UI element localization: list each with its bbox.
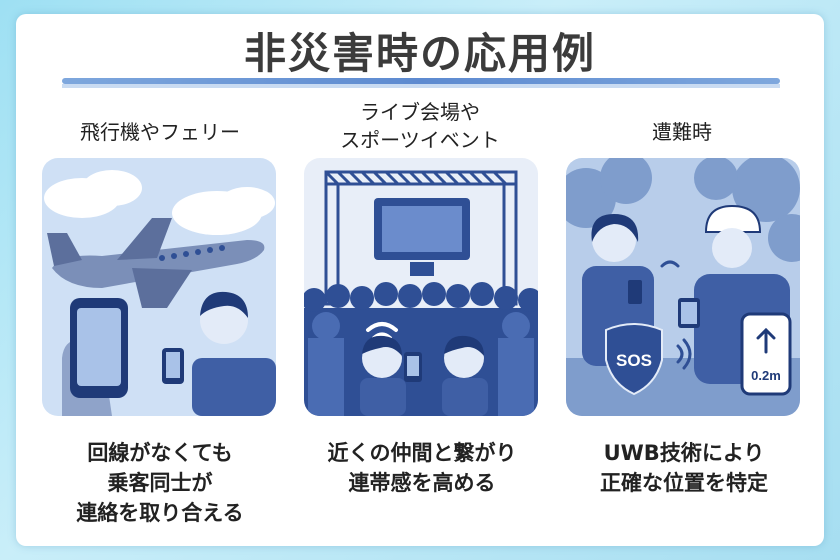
airplane-illustration: [42, 158, 276, 416]
caption-line: 連絡を取り合える: [76, 501, 244, 525]
sos-badge: SOS: [605, 323, 663, 396]
column-label-line: ライブ会場や: [360, 100, 480, 124]
caption-airplane: 回線がなくても 乗客同士が 連絡を取り合える: [30, 438, 290, 528]
caption-line: 正確な位置を特定: [600, 471, 768, 495]
column-label-line: 飛行機やフェリー: [80, 120, 240, 144]
column-label-line: 遭難時: [652, 120, 712, 144]
arrow-up-icon: [756, 327, 776, 354]
distance-label: 0.2m: [751, 368, 781, 383]
caption-line: 乗客同士が: [107, 471, 213, 495]
title-underline-shadow: [62, 84, 780, 88]
column-label-airplane: 飛行機やフェリー: [40, 118, 280, 146]
caption-line: 回線がなくても: [87, 441, 233, 465]
column-label-line: スポーツイベント: [340, 128, 500, 152]
signal-icon: [660, 260, 692, 370]
column-label-distress: 遭難時: [562, 118, 802, 146]
caption-line: UWB技術により: [603, 441, 765, 465]
passenger-figure: [162, 291, 276, 416]
rescue-illustration: SOS 0.2m: [566, 158, 800, 416]
concert-illustration: [304, 158, 538, 416]
airplane-icon: [47, 218, 265, 308]
caption-line: 連帯感を高める: [348, 471, 496, 495]
distance-display: 0.2m: [740, 312, 792, 396]
sos-label: SOS: [616, 351, 652, 370]
caption-line: 近くの仲間と繋がり: [327, 441, 517, 465]
caption-concert: 近くの仲間と繋がり 連帯感を高める: [292, 438, 552, 498]
phone-icon: [62, 298, 128, 416]
caption-distress: UWB技術により 正確な位置を特定: [554, 438, 814, 498]
column-label-concert: ライブ会場や スポーツイベント: [300, 98, 540, 154]
page-title: 非災害時の応用例: [243, 29, 596, 78]
title-underline: [62, 78, 780, 84]
